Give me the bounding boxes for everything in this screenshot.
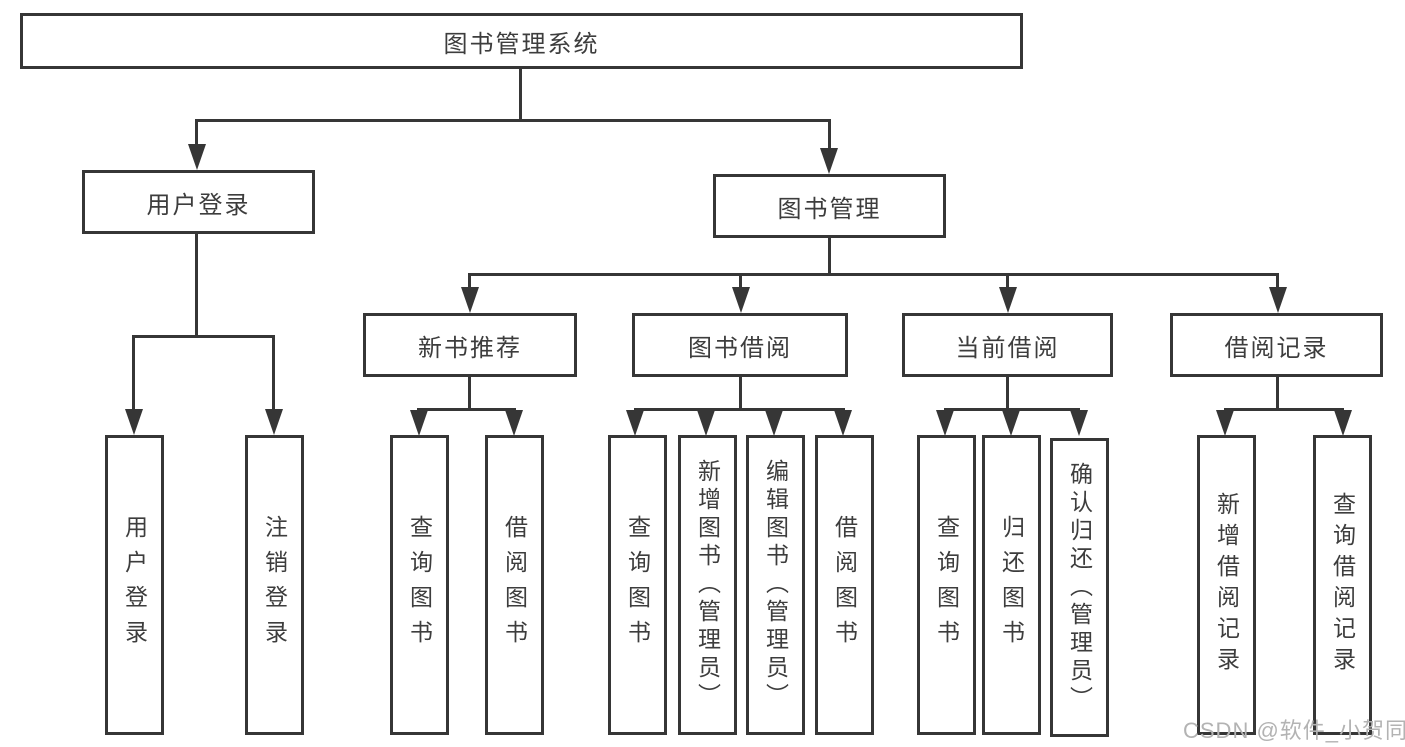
edge-line (468, 273, 471, 289)
leaf-recommend-borrow-books: 借阅图书 (485, 435, 544, 735)
leaf-recommend-query-books: 查询图书 (390, 435, 449, 735)
edge-line (1006, 377, 1009, 408)
edge-line (828, 119, 831, 150)
edge-line (634, 408, 845, 411)
arrowhead-down (732, 287, 750, 313)
leaf-user-login: 用户登录 (105, 435, 164, 735)
arrowhead-down (1269, 287, 1287, 313)
edge-line (1006, 273, 1009, 289)
arrowhead-down (125, 409, 143, 435)
edge-line (519, 69, 522, 121)
node-new-book-recommend: 新书推荐 (363, 313, 577, 377)
arrowhead-down (999, 287, 1017, 313)
node-user-login: 用户登录 (82, 170, 315, 234)
leaf-logout: 注销登录 (245, 435, 304, 735)
edge-line (739, 273, 742, 289)
leaf-records-query-record: 查询借阅记录 (1313, 435, 1372, 735)
edge-line (195, 119, 831, 122)
arrowhead-down (461, 287, 479, 313)
edge-line (1276, 273, 1279, 289)
node-borrowing-records: 借阅记录 (1170, 313, 1383, 377)
arrowhead-down (505, 410, 523, 436)
leaf-borrowing-edit-books-admin: 编辑图书（管理员） (746, 435, 805, 735)
arrowhead-down (626, 410, 644, 436)
edge-line (828, 238, 831, 273)
node-root-system: 图书管理系统 (20, 13, 1023, 69)
edge-line (468, 377, 471, 408)
edge-line (272, 335, 275, 411)
node-book-management: 图书管理 (713, 174, 946, 238)
edge-line (195, 119, 198, 146)
leaf-current-return-books: 归还图书 (982, 435, 1041, 735)
arrowhead-down (188, 144, 206, 170)
leaf-borrowing-borrow-books: 借阅图书 (815, 435, 874, 735)
node-current-borrowing: 当前借阅 (902, 313, 1113, 377)
arrowhead-down (697, 410, 715, 436)
arrowhead-down (265, 409, 283, 435)
edge-line (417, 408, 516, 411)
edge-line (195, 234, 198, 335)
arrowhead-down (1070, 410, 1088, 436)
edge-line (132, 335, 135, 411)
csdn-watermark: CSDN @软件_小贺同学 (1183, 718, 1405, 743)
node-book-borrowing: 图书借阅 (632, 313, 848, 377)
edge-line (1224, 408, 1344, 411)
edge-line (1276, 377, 1279, 408)
arrowhead-down (834, 410, 852, 436)
arrowhead-down (1334, 410, 1352, 436)
edge-line (468, 273, 1279, 276)
arrowhead-down (1002, 410, 1020, 436)
edge-line (132, 335, 275, 338)
arrowhead-down (1216, 410, 1234, 436)
leaf-current-confirm-return-admin: 确认归还（管理员） (1050, 438, 1109, 737)
leaf-borrowing-query-books: 查询图书 (608, 435, 667, 735)
leaf-current-query-books: 查询图书 (917, 435, 976, 735)
arrowhead-down (936, 410, 954, 436)
edge-line (944, 408, 1080, 411)
arrowhead-down (820, 148, 838, 174)
arrowhead-down (765, 410, 783, 436)
edge-line (739, 377, 742, 408)
leaf-records-add-record: 新增借阅记录 (1197, 435, 1256, 735)
leaf-borrowing-add-books-admin: 新增图书（管理员） (678, 435, 737, 735)
arrowhead-down (410, 410, 428, 436)
